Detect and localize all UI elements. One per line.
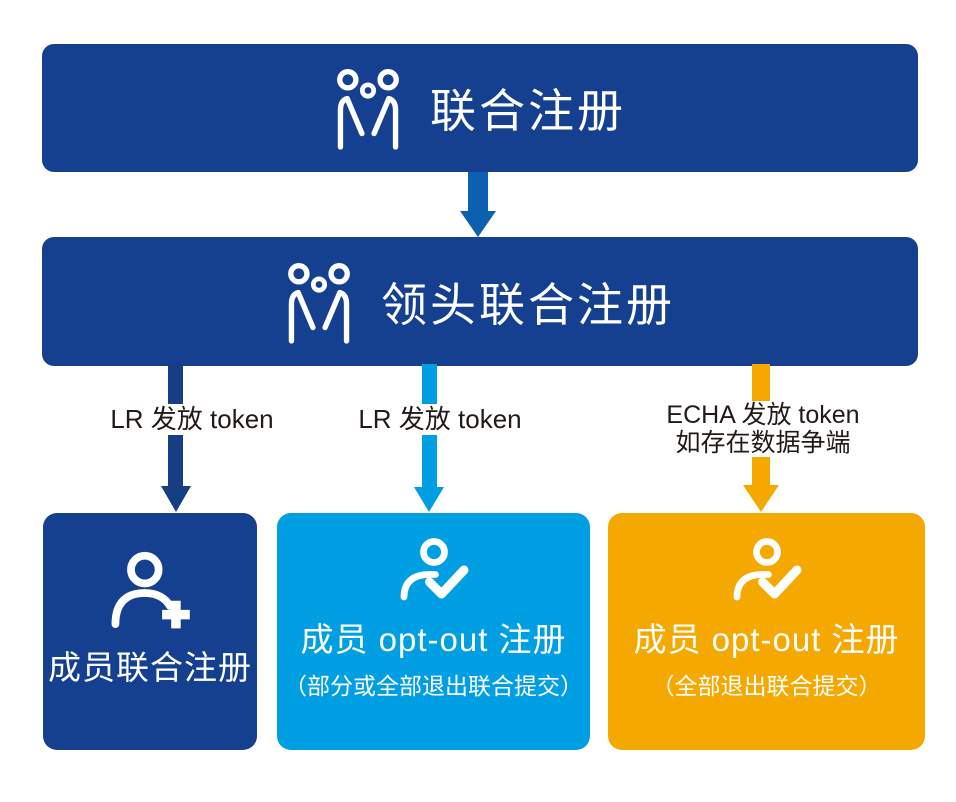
member-optout-partial-title: 成员 opt-out 注册	[300, 620, 567, 658]
member-joint-title: 成员联合注册	[48, 649, 252, 686]
lead-registration-node: 领头联合注册	[42, 237, 918, 366]
left-arrow-label: LR 发放 token	[102, 404, 282, 435]
member-optout-full-node: 成员 opt-out 注册 （全部退出联合提交）	[608, 513, 925, 750]
connector-arrow-head	[460, 211, 496, 237]
left-arrow-head	[161, 486, 191, 512]
right-arrow-label-line1: ECHA 发放 token	[666, 401, 860, 429]
people-group-icon	[337, 69, 399, 150]
right-arrow-label: ECHA 发放 token 如存在数据争端	[658, 401, 868, 457]
lead-registration-title: 领头联合注册	[381, 278, 675, 331]
middle-arrow-head	[414, 487, 444, 512]
middle-arrow-label: LR 发放 token	[350, 404, 530, 435]
joint-registration-title: 联合注册	[430, 85, 626, 137]
connector-arrow-stem	[468, 172, 488, 212]
member-optout-partial-node: 成员 opt-out 注册 （部分或全部退出联合提交）	[277, 513, 590, 750]
member-optout-full-subtitle: （全部退出联合提交）	[651, 672, 882, 699]
member-optout-partial-subtitle: （部分或全部退出联合提交）	[284, 672, 583, 699]
person-check-icon	[733, 537, 801, 600]
person-add-icon	[111, 551, 190, 629]
member-optout-full-title: 成员 opt-out 注册	[633, 620, 900, 658]
right-arrow-label-line2: 如存在数据争端	[675, 429, 851, 457]
people-group-icon	[288, 262, 350, 344]
joint-registration-node: 联合注册	[42, 44, 918, 172]
right-arrow-head	[743, 485, 779, 512]
member-joint-registration-node: 成员联合注册	[43, 513, 257, 750]
person-check-icon	[400, 537, 468, 600]
